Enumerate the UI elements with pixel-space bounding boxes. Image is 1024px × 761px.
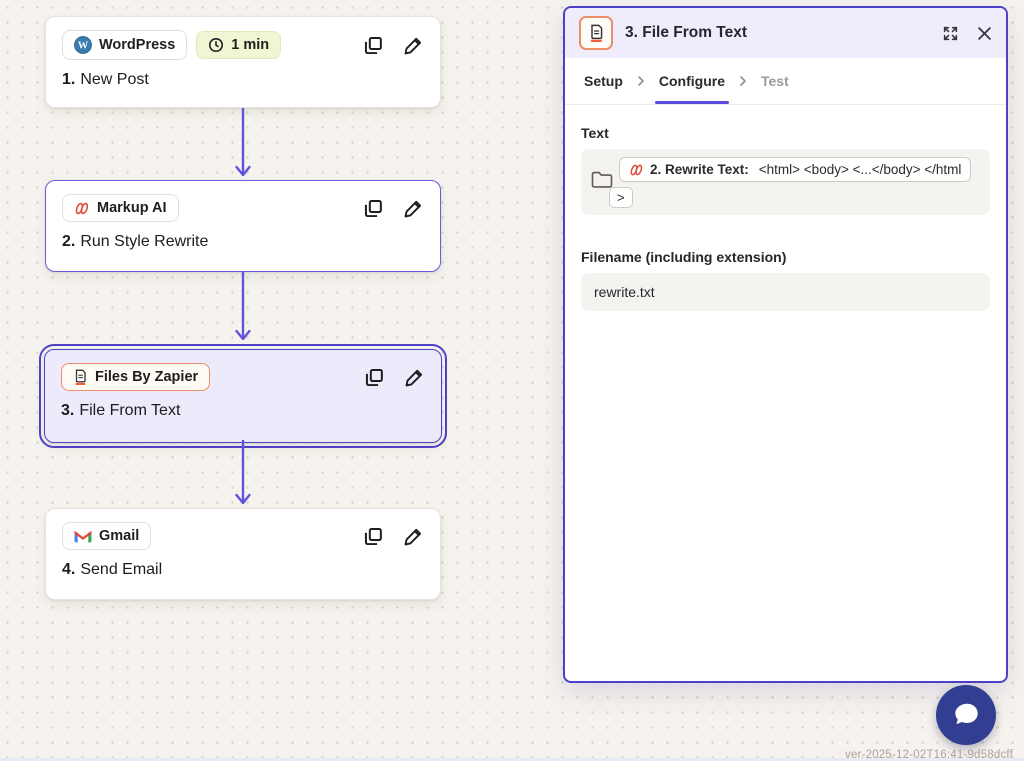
connector-arrow	[235, 272, 251, 341]
edit-step-button[interactable]	[404, 367, 425, 388]
mapped-field-token-wrap[interactable]: >	[609, 187, 633, 208]
step-card-send-email[interactable]: Gmail 4.Send Email	[45, 508, 441, 600]
svg-text:W: W	[78, 41, 89, 52]
step-card-file-from-text-selection-ring: Files By Zapier 3.File From Text	[39, 344, 447, 448]
filename-field-label: Filename (including extension)	[581, 249, 787, 265]
connector-arrow	[235, 108, 251, 177]
step-title: 2.Run Style Rewrite	[62, 233, 209, 250]
expand-icon[interactable]	[942, 25, 959, 42]
step-detail-panel: 3. File From Text Setup Configure Test	[563, 6, 1008, 683]
edit-step-button[interactable]	[403, 35, 424, 56]
clock-icon	[208, 37, 224, 53]
close-icon[interactable]	[977, 26, 992, 41]
token-step-label: 2. Rewrite Text:	[650, 162, 749, 177]
panel-title: 3. File From Text	[625, 24, 748, 41]
timer-badge: 1 min	[196, 31, 282, 59]
panel-header: 3. File From Text	[565, 8, 1006, 58]
filename-field-input[interactable]: rewrite.txt	[581, 273, 990, 311]
timer-badge-label: 1 min	[231, 37, 270, 53]
connector-arrow	[235, 440, 251, 505]
tab-test[interactable]: Test	[750, 58, 800, 104]
folder-icon[interactable]	[591, 171, 613, 189]
copy-step-button[interactable]	[363, 35, 384, 56]
copy-step-button[interactable]	[363, 198, 384, 219]
copy-step-button[interactable]	[364, 367, 385, 388]
files-by-zapier-icon	[579, 16, 613, 50]
step-card-file-from-text[interactable]: Files By Zapier 3.File From Text	[44, 349, 442, 443]
panel-tabs: Setup Configure Test	[565, 58, 1006, 105]
text-field-input[interactable]: 2. Rewrite Text: <html> <body> <...</bod…	[581, 149, 990, 215]
app-badge-label: WordPress	[99, 37, 176, 53]
app-badge-label: Markup AI	[97, 200, 167, 216]
edit-step-button[interactable]	[403, 526, 424, 547]
token-value-preview: <html> <body> <...</body> </html	[758, 162, 962, 177]
gmail-logo	[74, 529, 92, 543]
configure-form: Text 2. Rewrite Text: <html> <body> <...…	[565, 105, 1006, 331]
filename-field-value: rewrite.txt	[594, 284, 655, 300]
app-badge-files-by-zapier: Files By Zapier	[61, 363, 211, 391]
chevron-right-icon	[634, 58, 648, 104]
tab-configure[interactable]: Configure	[648, 58, 736, 104]
step-title: 1.New Post	[62, 71, 149, 88]
app-badge-label: Files By Zapier	[95, 369, 199, 385]
chat-icon	[950, 699, 982, 731]
bottom-edge-strip	[0, 758, 1024, 761]
step-card-run-style-rewrite[interactable]: Markup AI 2.Run Style Rewrite	[45, 180, 441, 272]
files-by-zapier-icon	[73, 369, 88, 385]
chevron-right-icon	[736, 58, 750, 104]
mapped-field-token[interactable]: 2. Rewrite Text: <html> <body> <...</bod…	[619, 157, 972, 182]
app-badge-wordpress: W WordPress	[62, 30, 188, 60]
copy-step-button[interactable]	[363, 526, 384, 547]
app-badge-gmail: Gmail	[62, 522, 152, 550]
step-title: 3.File From Text	[61, 402, 181, 419]
tab-setup[interactable]: Setup	[573, 58, 634, 104]
step-card-new-post[interactable]: W WordPress 1 min 1.New Post	[45, 16, 441, 108]
markup-ai-logo	[74, 201, 90, 216]
app-badge-label: Gmail	[99, 528, 140, 544]
step-title: 4.Send Email	[62, 561, 163, 578]
wordpress-logo: W	[74, 36, 92, 54]
chat-button[interactable]	[936, 685, 996, 745]
edit-step-button[interactable]	[403, 198, 424, 219]
app-badge-markup-ai: Markup AI	[62, 194, 179, 222]
markup-ai-logo	[629, 163, 644, 177]
text-field-label: Text	[581, 125, 609, 141]
